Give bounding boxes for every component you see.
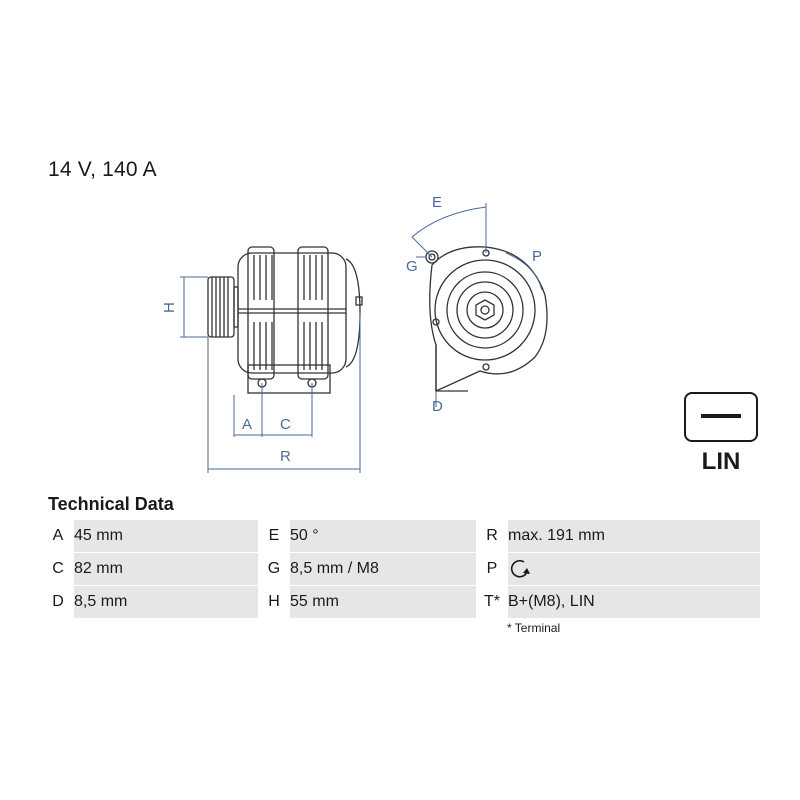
spec-key: T* (476, 585, 508, 618)
spec-key: D (42, 585, 74, 618)
spec-value: 50 ° (290, 520, 476, 553)
technical-data-title: Technical Data (48, 494, 174, 514)
spec-value (508, 552, 760, 586)
dim-label-p: P (532, 248, 542, 265)
clockwise-rotation-icon (510, 559, 530, 578)
spec-key: A (42, 520, 74, 553)
table-row: C 82 mm G 8,5 mm / M8 P (42, 552, 760, 586)
alternator-front-view (425, 246, 548, 393)
table-row: A 45 mm E 50 ° R max. 191 mm (42, 520, 760, 553)
technical-data-table: A 45 mm E 50 ° R max. 191 mm C 82 mm G 8… (42, 520, 760, 618)
spec-key: C (42, 552, 74, 586)
dim-label-h: H (161, 302, 178, 313)
spec-value: 45 mm (74, 520, 258, 553)
spec-value: 8,5 mm / M8 (290, 552, 476, 586)
spec-key: G (258, 552, 290, 586)
spec-value: B+(M8), LIN (508, 585, 760, 618)
dim-label-e: E (432, 194, 442, 211)
lin-label: LIN (701, 448, 741, 475)
dim-label-r: R (280, 448, 291, 465)
alternator-body-side (237, 246, 363, 394)
lin-connector-icon (684, 392, 758, 442)
dim-label-c: C (280, 416, 291, 433)
pulley-drawing (207, 276, 239, 338)
spec-value: max. 191 mm (508, 520, 760, 553)
spec-value: 8,5 mm (74, 585, 258, 618)
table-row: D 8,5 mm H 55 mm T* B+(M8), LIN (42, 585, 760, 618)
terminal-footnote: * Terminal (507, 621, 561, 635)
spec-value: 55 mm (290, 585, 476, 618)
spec-key: R (476, 520, 508, 553)
dim-label-d: D (432, 398, 443, 415)
spec-key: H (258, 585, 290, 618)
spec-value: 82 mm (74, 552, 258, 586)
dim-label-a: A (242, 416, 252, 433)
alternator-drawing: H A C R E G P D (161, 194, 548, 473)
spec-key: E (258, 520, 290, 553)
voltage-current-spec: 14 V, 140 A (48, 158, 157, 181)
spec-key: P (476, 552, 508, 586)
dim-label-g: G (406, 258, 418, 275)
